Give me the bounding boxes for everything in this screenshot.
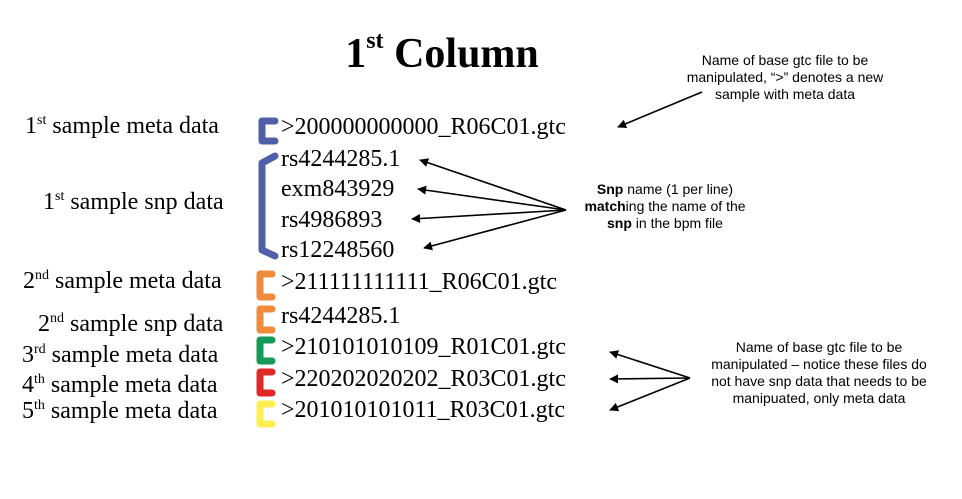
note-text: name (1 per line) — [623, 181, 734, 197]
label-sample3-meta: 3rd sample meta data — [22, 342, 219, 368]
line-gtc-sample4: >220202020202_R03C01.gtc — [281, 366, 566, 392]
label-sample2-meta: 2nd sample meta data — [23, 268, 222, 294]
line-snp-4: rs12248560 — [281, 237, 395, 263]
line-gtc-sample5: >201010101011_R03C01.gtc — [281, 397, 565, 423]
line-snp-2: exm843929 — [281, 176, 395, 202]
page-title: 1st Column — [345, 28, 539, 77]
arrow-to-gtc-5 — [609, 377, 691, 412]
arrow-to-snp-2 — [417, 185, 567, 211]
note-line: sample with meta data — [714, 86, 856, 102]
bracket-sample3-meta — [256, 336, 276, 365]
arrow-to-gtc-3 — [609, 350, 691, 379]
note-line: Name of base gtc file to be — [735, 339, 903, 355]
line-gtc-sample3: >210101010109_R01C01.gtc — [281, 334, 566, 360]
note-snp-name: Snp name (1 per line) matching the name … — [555, 181, 775, 232]
note-line: Name of base gtc file to be — [701, 52, 869, 68]
arrow-to-gtc-4 — [609, 374, 691, 384]
bracket-sample1-meta — [258, 117, 279, 145]
label-sample1-snp: 1st sample snp data — [43, 189, 224, 215]
label-sample5-meta: 5th sample meta data — [22, 398, 218, 424]
arrow-to-snp-1 — [419, 158, 567, 211]
line-gtc-sample1: >200000000000_R06C01.gtc — [281, 114, 566, 140]
arrow-to-snp-4 — [423, 209, 567, 251]
note-line: manipulated – notice these files do — [711, 356, 927, 372]
bracket-sample5-meta — [256, 400, 276, 428]
note-gtc-file: Name of base gtc file to be manipulated,… — [660, 52, 910, 103]
note-line: manipuated, only meta data — [732, 390, 906, 406]
label-sample1-meta: 1st sample meta data — [25, 113, 219, 139]
note-bold: Snp — [596, 181, 624, 197]
line-snp-1: rs4244285.1 — [281, 146, 401, 172]
note-text: in the bpm file — [631, 215, 723, 231]
bracket-sample2-meta — [256, 270, 276, 301]
line-gtc-sample2: >211111111111_R06C01.gtc — [281, 269, 557, 295]
note-text: ing the name of the — [625, 198, 746, 214]
note-meta-only-files: Name of base gtc file to be manipulated … — [688, 339, 950, 407]
arrow-to-snp-3 — [411, 209, 567, 224]
arrow-to-first-gtc — [617, 91, 703, 129]
note-line: manipulated, “>” denotes a new — [686, 69, 884, 85]
bracket-sample4-meta — [256, 368, 276, 397]
label-sample4-meta: 4th sample meta data — [22, 372, 218, 398]
bracket-sample2-snp — [256, 305, 276, 334]
bracket-sample1-snp — [258, 152, 279, 260]
label-sample2-snp: 2nd sample snp data — [38, 311, 224, 337]
note-line: not have snp data that needs to be — [711, 373, 927, 389]
line-snp-3: rs4986893 — [281, 207, 383, 233]
note-bold: snp — [607, 215, 632, 231]
line-snp-sample2: rs4244285.1 — [281, 303, 401, 329]
note-bold: match — [584, 198, 626, 214]
